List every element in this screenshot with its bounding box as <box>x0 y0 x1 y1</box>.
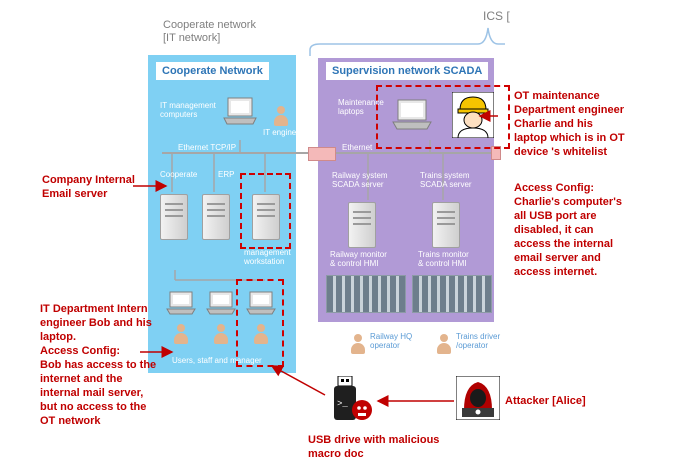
it-panel-title: Cooperate Network <box>156 62 269 80</box>
bob-laptop-icon <box>246 291 276 315</box>
attacker-icon <box>456 376 500 420</box>
bob-icon <box>253 324 269 344</box>
trains-hmi-label: Trains monitor & control HMI <box>418 250 469 268</box>
users-label: Users, staff and manager <box>172 356 262 365</box>
railway-hmi-panel <box>326 275 406 313</box>
email-server-icon <box>252 194 280 240</box>
mgmt-ws-label: management workstation <box>244 248 291 266</box>
scada-panel-title: Supervision network SCADA <box>326 62 489 80</box>
charlie-highlight <box>376 85 510 149</box>
firewall-icon <box>308 147 336 161</box>
email-server-highlight <box>240 173 291 249</box>
trains-hmi-panel <box>412 275 492 313</box>
email-server-annotation: Company Internal Email server <box>42 174 135 200</box>
ics-bracket <box>309 27 505 56</box>
usb-drive-icon: >_ <box>334 376 372 420</box>
user-laptop-icon <box>206 291 236 315</box>
trains-operator-label: Trains driver /operator <box>456 332 501 350</box>
railway-hmi-label: Railway monitor & control HMI <box>330 250 387 268</box>
trains-server-label: Trains system SCADA server <box>420 171 472 189</box>
bob-highlight <box>236 279 284 367</box>
it-mgmt-label: IT management computers <box>160 101 216 119</box>
railway-operator-label: Railway HQ operator <box>370 332 413 350</box>
erp-label: ERP <box>218 170 235 179</box>
charlie-access-annotation: Access Config: Charlie's computer's all … <box>514 182 622 278</box>
usb-label: USB drive with malicious macro doc <box>308 434 440 460</box>
maint-label: Maintenance laptops <box>338 98 384 116</box>
ics-caption: ICS [ <box>483 9 510 23</box>
charlie-annotation: OT maintenance Department engineer Charl… <box>514 90 625 158</box>
railway-server-label: Railway system SCADA server <box>332 171 388 189</box>
usb-arrow <box>270 365 326 396</box>
attacker-label: Attacker [Alice] <box>505 395 586 407</box>
user-laptop-icon <box>166 291 196 315</box>
svg-text:>_: >_ <box>337 399 348 409</box>
cooperate-server-icon <box>160 194 188 240</box>
trains-operator-icon <box>436 334 452 354</box>
bob-annotation: IT Department Intern engineer Bob and hi… <box>40 303 157 427</box>
it-engineer-label: IT engineer <box>263 128 304 137</box>
railway-scada-server-icon <box>348 202 376 248</box>
user-icon <box>213 324 229 344</box>
erp-server-icon <box>202 194 230 240</box>
it-management-laptop-icon <box>223 97 257 125</box>
corp-network-caption: Cooperate network [IT network] <box>163 19 256 44</box>
trains-scada-server-icon <box>432 202 460 248</box>
it-ethernet-label: Ethernet TCP/IP <box>178 143 237 152</box>
it-engineer-icon <box>273 106 289 126</box>
charlie-laptop-icon <box>392 99 432 130</box>
scada-ethernet-label: Ethernet <box>342 143 373 152</box>
railway-operator-icon <box>350 334 366 354</box>
user-icon <box>173 324 189 344</box>
cooperate-label: Cooperate <box>160 170 198 179</box>
connector-icon <box>491 146 501 160</box>
